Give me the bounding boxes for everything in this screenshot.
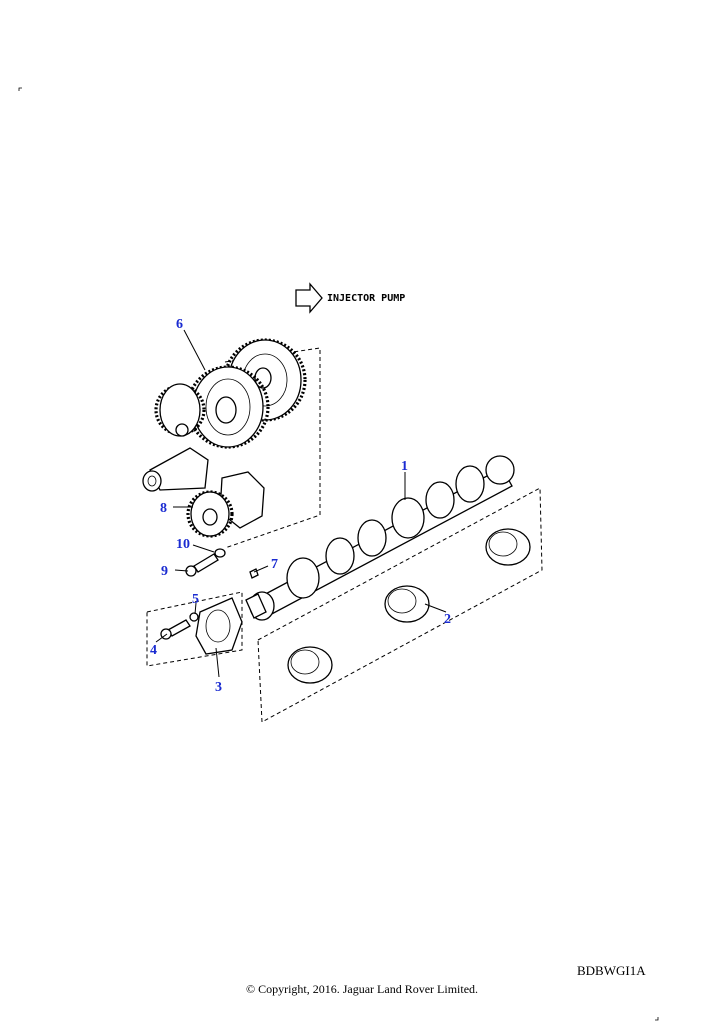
injector-pump-arrow: INJECTOR PUMP [295, 282, 405, 314]
callout-5: 5 [192, 592, 199, 607]
callout-7: 7 [271, 557, 278, 572]
camshaft-bearing-1 [287, 646, 333, 684]
bearing-group-boundary [257, 487, 543, 723]
callout-2: 2 [444, 612, 451, 627]
camshaft-bearing-2 [384, 585, 430, 623]
crop-mark-top-left [18, 87, 22, 91]
gear-assembly [142, 338, 307, 538]
crop-mark-bottom-right [655, 1017, 659, 1021]
gear-bolt-and-washer [185, 548, 226, 577]
camshaft-bearing-3 [485, 528, 531, 566]
thrust-plate [195, 597, 243, 655]
callout-10: 10 [176, 537, 190, 552]
callout-1: 1 [401, 459, 408, 474]
thrust-plate-boundary [146, 591, 243, 667]
callout-4: 4 [150, 643, 157, 658]
callout-8: 8 [160, 501, 167, 516]
callout-9: 9 [161, 564, 168, 579]
reference-code: BDBWGI1A [577, 963, 646, 978]
copyright-notice: © Copyright, 2016. Jaguar Land Rover Lim… [245, 982, 479, 996]
injector-pump-label: INJECTOR PUMP [327, 293, 405, 304]
thrust-plate-bolt [160, 619, 191, 640]
callout-6: 6 [176, 317, 183, 332]
camshaft [245, 455, 515, 621]
thrust-plate-washer [189, 612, 199, 622]
callout-3: 3 [215, 680, 222, 695]
